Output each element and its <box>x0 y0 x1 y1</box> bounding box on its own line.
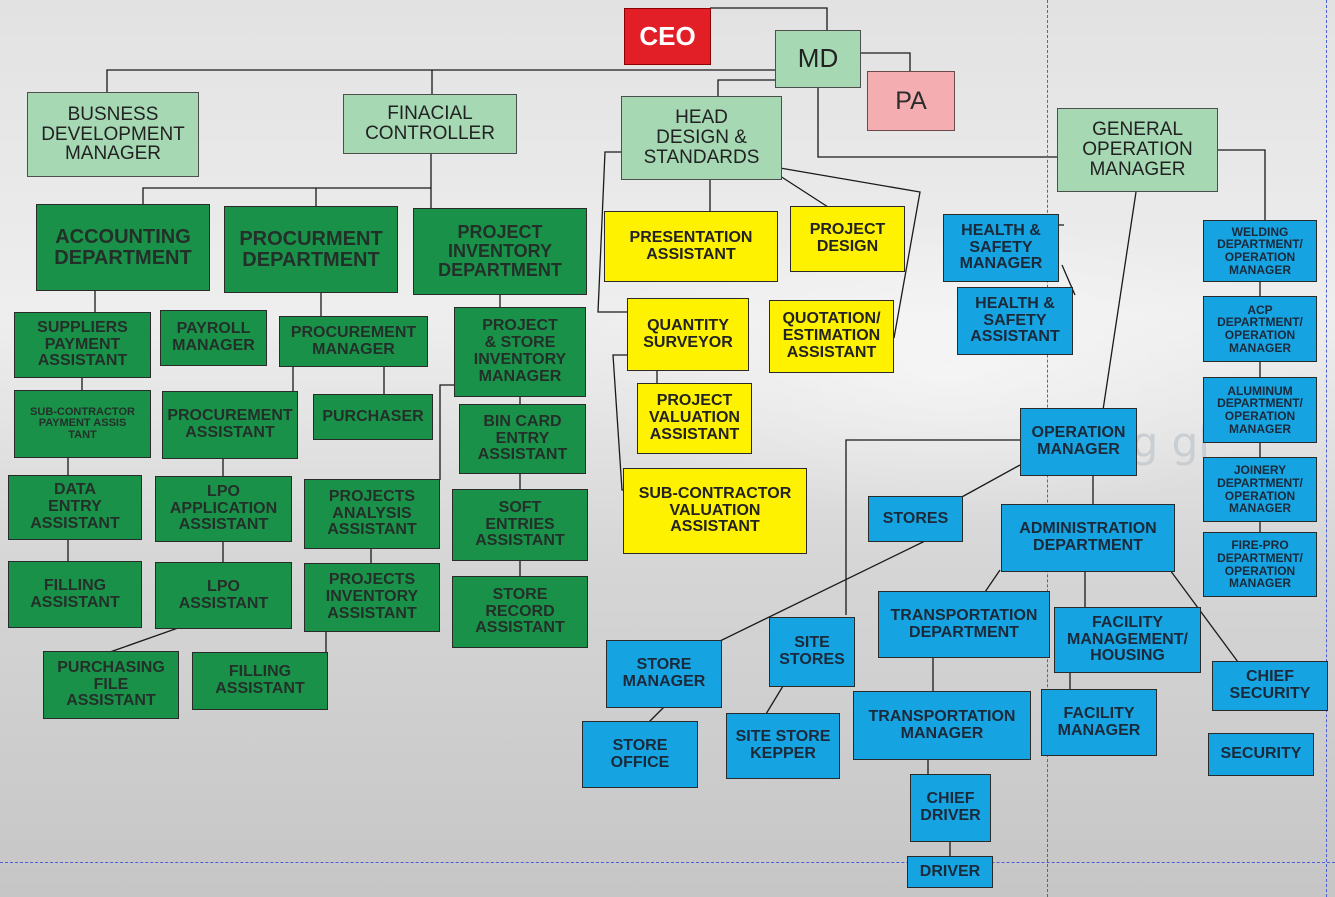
node-security: SECURITY <box>1208 733 1314 776</box>
node-lpo-application-assistant: LPO APPLICATION ASSISTANT <box>155 476 292 542</box>
node-store-record-assistant: STORE RECORD ASSISTANT <box>452 576 588 648</box>
node-procurement-assistant: PROCUREMENT ASSISTANT <box>162 391 298 459</box>
node-subcontractor-payment-assistant: SUB-CONTRACTOR PAYMENT ASSIS TANT <box>14 390 151 458</box>
node-procurement-manager: PROCUREMENT MANAGER <box>279 316 428 367</box>
node-firepro-department: FIRE-PRO DEPARTMENT/ OPERATION MANAGER <box>1203 532 1317 597</box>
node-acp-department: ACP DEPARTMENT/ OPERATION MANAGER <box>1203 296 1317 362</box>
node-facility-management-housing: FACILITY MANAGEMENT/ HOUSING <box>1054 607 1201 673</box>
node-presentation-assistant: PRESENTATION ASSISTANT <box>604 211 778 282</box>
node-transportation-department: TRANSPORTATION DEPARTMENT <box>878 591 1050 658</box>
node-lpo-assistant: LPO ASSISTANT <box>155 562 292 629</box>
node-chief-driver: CHIEF DRIVER <box>910 774 991 842</box>
node-suppliers-payment-assistant: SUPPLIERS PAYMENT ASSISTANT <box>14 312 151 378</box>
node-soft-entries-assistant: SOFT ENTRIES ASSISTANT <box>452 489 588 561</box>
node-health-safety-assistant: HEALTH & SAFETY ASSISTANT <box>957 287 1073 355</box>
node-bin-card-entry-assistant: BIN CARD ENTRY ASSISTANT <box>459 404 586 474</box>
node-joinery-department: JOINERY DEPARTMENT/ OPERATION MANAGER <box>1203 457 1317 522</box>
node-welding-department: WELDING DEPARTMENT/ OPERATION MANAGER <box>1203 220 1317 282</box>
node-projects-inventory-assistant: PROJECTS INVENTORY ASSISTANT <box>304 563 440 632</box>
node-head-design-standards: HEAD DESIGN & STANDARDS <box>621 96 782 180</box>
node-purchaser: PURCHASER <box>313 394 433 440</box>
node-filling-assistant-accounting: FILLING ASSISTANT <box>8 561 142 628</box>
dashed-guide-h1 <box>0 862 1335 863</box>
node-project-design: PROJECT DESIGN <box>790 206 905 272</box>
node-health-safety-manager: HEALTH & SAFETY MANAGER <box>943 214 1059 282</box>
node-financial-controller: FINACIAL CONTROLLER <box>343 94 517 154</box>
node-general-operation-manager: GENERAL OPERATION MANAGER <box>1057 108 1218 192</box>
node-driver: DRIVER <box>907 856 993 888</box>
node-site-stores: SITE STORES <box>769 617 855 687</box>
node-procurement-department: PROCURMENT DEPARTMENT <box>224 206 398 293</box>
node-stores: STORES <box>868 496 963 542</box>
node-data-entry-assistant: DATA ENTRY ASSISTANT <box>8 475 142 540</box>
node-project-valuation-assistant: PROJECT VALUATION ASSISTANT <box>637 383 752 454</box>
node-purchasing-file-assistant: PURCHASING FILE ASSISTANT <box>43 651 179 719</box>
dashed-guide-v2 <box>1326 0 1327 897</box>
node-facility-manager: FACILITY MANAGER <box>1041 689 1157 756</box>
node-filling-assistant-procurement: FILLING ASSISTANT <box>192 652 328 710</box>
node-pa: PA <box>867 71 955 131</box>
node-quantity-surveyor: QUANTITY SURVEYOR <box>627 298 749 371</box>
node-store-office: STORE OFFICE <box>582 721 698 788</box>
node-subcontractor-valuation-assistant: SUB-CONTRACTOR VALUATION ASSISTANT <box>623 468 807 554</box>
node-business-development-manager: BUSNESS DEVELOPMENT MANAGER <box>27 92 199 177</box>
node-quotation-estimation-assistant: QUOTATION/ ESTIMATION ASSISTANT <box>769 300 894 373</box>
node-chief-security: CHIEF SECURITY <box>1212 661 1328 711</box>
node-operation-manager: OPERATION MANAGER <box>1020 408 1137 476</box>
node-project-store-inventory-manager: PROJECT & STORE INVENTORY MANAGER <box>454 307 586 397</box>
node-md: MD <box>775 30 861 88</box>
node-site-store-kepper: SITE STORE KEPPER <box>726 713 840 779</box>
node-store-manager: STORE MANAGER <box>606 640 722 708</box>
node-accounting-department: ACCOUNTING DEPARTMENT <box>36 204 210 291</box>
node-ceo: CEO <box>624 8 711 65</box>
node-projects-analysis-assistant: PROJECTS ANALYSIS ASSISTANT <box>304 479 440 549</box>
node-transportation-manager: TRANSPORTATION MANAGER <box>853 691 1031 760</box>
node-project-inventory-department: PROJECT INVENTORY DEPARTMENT <box>413 208 587 295</box>
node-payroll-manager: PAYROLL MANAGER <box>160 310 267 366</box>
node-administration-department: ADMINISTRATION DEPARTMENT <box>1001 504 1175 572</box>
node-aluminum-department: ALUMINUM DEPARTMENT/ OPERATION MANAGER <box>1203 377 1317 443</box>
